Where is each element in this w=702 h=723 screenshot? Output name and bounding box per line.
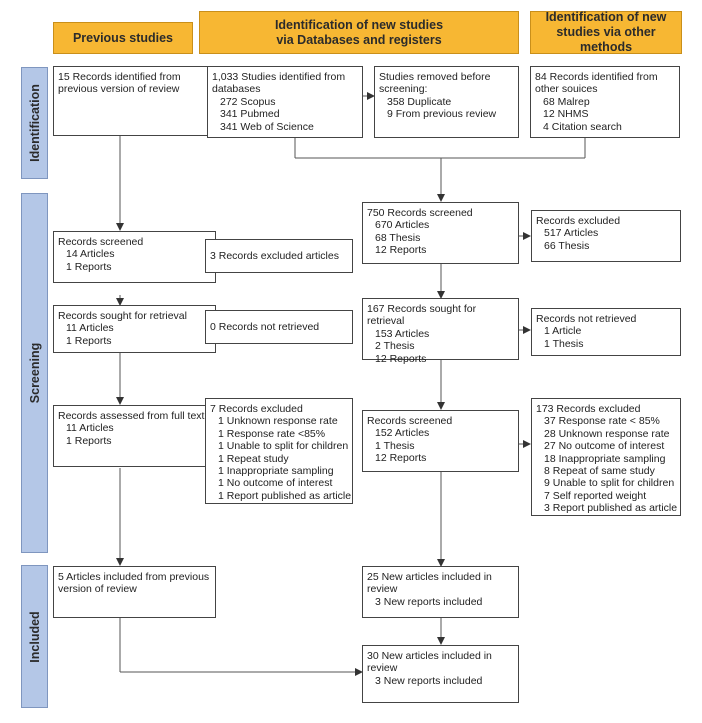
phase-screening: Screening [21, 193, 48, 553]
previous-assess-excluded-item: 1 Report published as article [218, 489, 352, 502]
box-new-included: 25 New articles included in review 3 New… [362, 566, 519, 618]
previous-assess-excluded-title: 7 Records excluded [210, 403, 303, 415]
box-previous-assess-excluded: 7 Records excluded 1 Unknown response ra… [205, 398, 353, 504]
other-identified-item: 4 Citation search [543, 120, 622, 133]
previous-sought-title: Records sought for retrieval [58, 310, 187, 322]
previous-not-retrieved-text: 0 Records not retrieved [210, 320, 320, 333]
db-identified-item: 272 Scopus [220, 95, 276, 108]
header-other-line1: Identification of new [545, 10, 667, 24]
db-not-retrieved-item: 1 Thesis [544, 337, 584, 350]
header-other-line2: studies via other methods [556, 25, 656, 54]
header-databases-line1: Identification of new studies [274, 17, 444, 32]
box-other-identified: 84 Records identified from other souices… [530, 66, 680, 138]
db-identified-item: 341 Web of Science [220, 120, 314, 133]
previous-sought-item: 1 Reports [66, 334, 112, 347]
db-sought-item: 2 Thesis [375, 340, 415, 353]
db-assessed-item: 12 Reports [375, 452, 427, 465]
db-sought-item: 12 Reports [375, 352, 427, 365]
db-assessed-title: Records screened [367, 415, 453, 427]
box-db-sought: 167 Records sought for retrieval 153 Art… [362, 298, 519, 365]
box-db-removed: Studies removed before screening: 358 Du… [374, 66, 519, 138]
db-assess-excluded-item: 28 Unknown response rate [544, 427, 670, 440]
db-assess-excluded-item: 3 Report published as article [544, 502, 678, 515]
previous-assessed-item: 11 Articles [66, 422, 114, 435]
phase-included: Included [21, 565, 48, 708]
box-previous-excluded: 3 Records excluded articles [205, 239, 353, 273]
header-databases: Identification of new studies via Databa… [199, 11, 519, 54]
previous-included-text: 5 Articles included from previous versio… [58, 571, 210, 596]
db-assess-excluded-item: 18 Inappropriate sampling [544, 452, 666, 465]
box-db-not-retrieved: Records not retrieved 1 Article 1 Thesis [531, 308, 681, 356]
other-identified-item: 68 Malrep [543, 95, 590, 108]
previous-screened-item: 14 Articles [66, 248, 115, 261]
box-db-identified: 1,033 Studies identified from databases … [207, 66, 363, 138]
db-assess-excluded-item: 9 Unable to split for children [544, 477, 675, 490]
box-previous-screened: Records screened 14 Articles 1 Reports [53, 231, 216, 283]
phase-identification: Identification [21, 67, 48, 179]
db-identified-title: 1,033 Studies identified from databases [212, 71, 346, 96]
previous-assessed-item: 1 Reports [66, 434, 112, 447]
header-previous-label: Previous studies [72, 30, 174, 45]
box-db-assessed: Records screened 152 Articles 1 Thesis 1… [362, 410, 519, 472]
previous-sought-item: 11 Articles [66, 322, 114, 335]
db-assess-excluded-item: 8 Repeat of same study [544, 465, 655, 478]
previous-identified-text: 15 Records identified from previous vers… [58, 71, 181, 96]
box-db-assess-excluded: 173 Records excluded 37 Response rate < … [531, 398, 681, 516]
db-assess-excluded-title: 173 Records excluded [536, 403, 641, 415]
db-removed-item: 358 Duplicate [387, 95, 452, 108]
box-previous-not-retrieved: 0 Records not retrieved [205, 310, 353, 344]
box-db-screened: 750 Records screened 670 Articles 68 The… [362, 202, 519, 264]
db-screened-item: 12 Reports [375, 244, 427, 257]
previous-excluded-text: 3 Records excluded articles [210, 249, 339, 262]
other-identified-item: 12 NHMS [543, 108, 589, 121]
db-sought-title: 167 Records sought for retrieval [367, 303, 477, 328]
db-removed-title: Studies removed before screening: [379, 71, 491, 96]
db-removed-item: 9 From previous review [387, 108, 497, 121]
db-screened-item: 670 Articles [375, 219, 430, 232]
db-sought-item: 153 Articles [375, 327, 430, 340]
db-assessed-item: 152 Articles [375, 427, 430, 440]
db-excluded-title: Records excluded [536, 215, 621, 227]
box-db-excluded: Records excluded 517 Articles 66 Thesis [531, 210, 681, 262]
db-screened-item: 68 Thesis [375, 231, 421, 244]
db-excluded-item: 517 Articles [544, 227, 599, 240]
box-previous-included: 5 Articles included from previous versio… [53, 566, 216, 618]
db-screened-title: 750 Records screened [367, 207, 473, 219]
header-previous-studies: Previous studies [53, 22, 193, 54]
db-identified-item: 341 Pubmed [220, 108, 280, 121]
db-assess-excluded-item: 37 Response rate < 85% [544, 415, 660, 428]
box-previous-sought: Records sought for retrieval 11 Articles… [53, 305, 216, 353]
db-assess-excluded-item: 7 Self reported weight [544, 489, 647, 502]
box-previous-assessed: Records assessed from full text 11 Artic… [53, 405, 216, 467]
db-not-retrieved-item: 1 Article [544, 325, 582, 338]
other-identified-title: 84 Records identified from other souices [535, 71, 658, 96]
total-included-title: 30 New articles included in review [367, 650, 492, 675]
db-excluded-item: 66 Thesis [544, 239, 590, 252]
box-previous-identified: 15 Records identified from previous vers… [53, 66, 216, 136]
box-total-included: 30 New articles included in review 3 New… [362, 645, 519, 703]
previous-assess-excluded-item: 1 Response rate <85% [218, 427, 326, 440]
db-assess-excluded-item: 27 No outcome of interest [544, 440, 665, 453]
previous-assessed-title: Records assessed from full text [58, 410, 205, 422]
header-databases-line2: via Databases and registers [276, 32, 442, 47]
total-included-item: 3 New reports included [375, 674, 483, 687]
previous-assess-excluded-item: 1 Unknown response rate [218, 415, 338, 428]
db-assessed-item: 1 Thesis [375, 439, 415, 452]
previous-assess-excluded-item: 1 Unable to split for children [218, 440, 349, 453]
db-not-retrieved-title: Records not retrieved [536, 313, 637, 325]
previous-screened-item: 1 Reports [66, 260, 112, 273]
header-other-methods: Identification of new studies via other … [530, 10, 682, 54]
previous-screened-title: Records screened [58, 236, 144, 248]
new-included-item: 3 New reports included [375, 595, 483, 608]
new-included-title: 25 New articles included in review [367, 571, 492, 596]
previous-assess-excluded-item: 1 No outcome of interest [218, 477, 333, 490]
previous-assess-excluded-item: 1 Repeat study [218, 452, 289, 465]
previous-assess-excluded-item: 1 Inappropriate sampling [218, 465, 334, 478]
